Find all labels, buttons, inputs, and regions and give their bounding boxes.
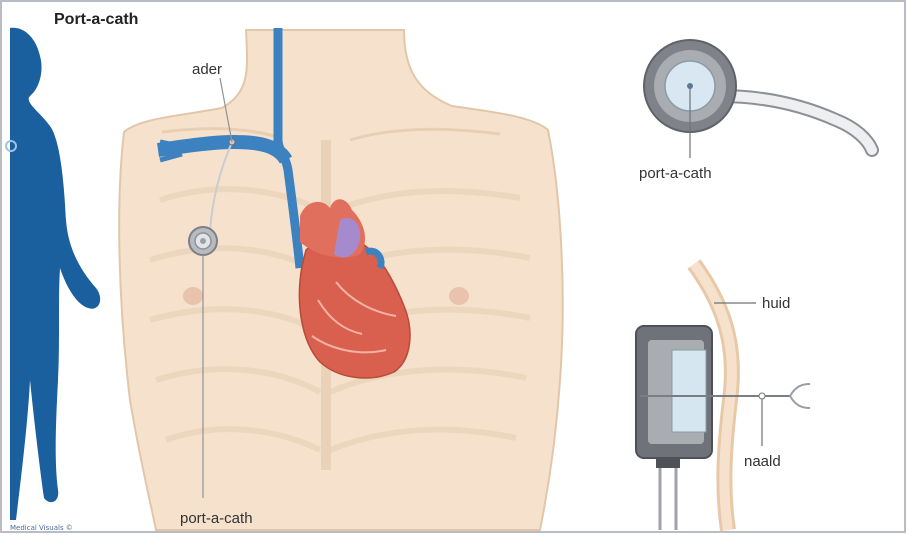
needle-point-marker bbox=[759, 393, 765, 399]
right-nipple bbox=[449, 287, 469, 305]
diagram-title: Port-a-cath bbox=[54, 11, 138, 28]
port-label-detail: port-a-cath bbox=[639, 165, 712, 182]
vein-label: ader bbox=[192, 61, 222, 78]
skin-label: huid bbox=[762, 295, 790, 312]
needle-label: naald bbox=[744, 453, 781, 470]
port-label-main: port-a-cath bbox=[180, 510, 253, 527]
image-credit: Medical Visuals © bbox=[10, 524, 73, 532]
left-nipple bbox=[183, 287, 203, 305]
implanted-port-icon bbox=[189, 227, 217, 255]
